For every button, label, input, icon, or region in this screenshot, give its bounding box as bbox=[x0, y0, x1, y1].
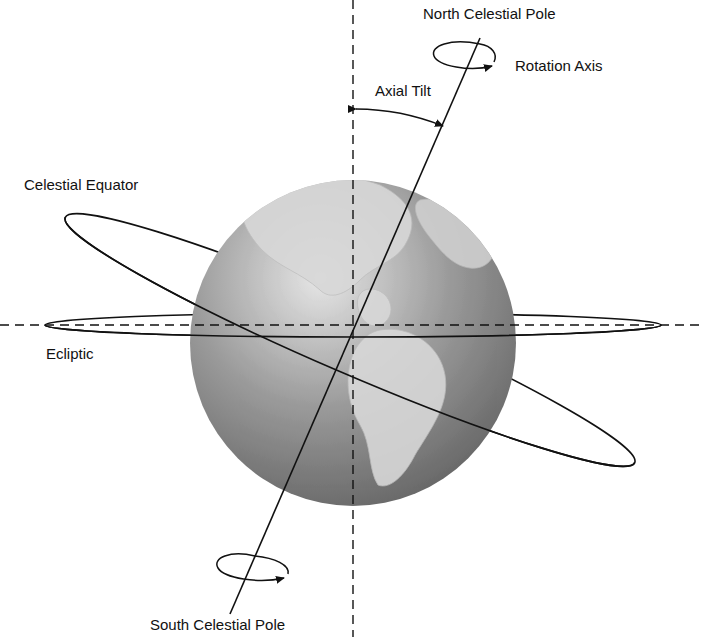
diagram-label: North Celestial Pole bbox=[421, 5, 558, 23]
continents bbox=[241, 176, 494, 486]
vertical-reference bbox=[352, 0, 353, 637]
rotation-axis bbox=[230, 38, 480, 614]
diagram-label: Celestial Equator bbox=[22, 176, 140, 194]
horizontal-reference bbox=[0, 324, 703, 325]
tilt-arc bbox=[356, 109, 443, 126]
diagram-label: Rotation Axis bbox=[513, 57, 605, 75]
rotation-arrow bbox=[433, 42, 492, 68]
diagram-label: Axial Tilt bbox=[373, 82, 433, 100]
diagram-label: Ecliptic bbox=[44, 345, 96, 363]
diagram-label: South Celestial Pole bbox=[148, 616, 287, 634]
rotation-arrow bbox=[217, 554, 284, 580]
